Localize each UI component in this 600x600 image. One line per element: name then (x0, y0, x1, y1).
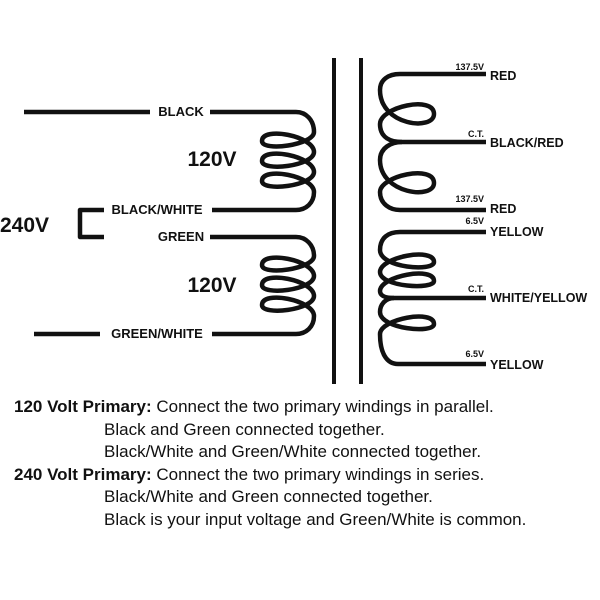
series-voltage: 240V (0, 214, 49, 237)
primary-winding-top: BLACK BLACK/WHITE 120V (24, 104, 317, 240)
label-green-white: GREEN/WHITE (111, 326, 203, 341)
note-120-line-1: Black and Green connected together. (104, 419, 385, 439)
note-120-heading: 120 Volt Primary: (14, 397, 152, 416)
coil-upper-2 (377, 159, 486, 213)
winding-voltage-top: 120V (187, 148, 236, 171)
coil-upper-1 (377, 89, 486, 145)
wire-green (210, 234, 317, 257)
sec-lower-color-3: YELLOW (490, 358, 544, 372)
sec-upper-voltage-3: 137.5V (455, 194, 484, 204)
wire-red-top (377, 71, 486, 91)
coil-lower (377, 249, 437, 301)
sec-lower-color-2: WHITE/YELLOW (490, 291, 587, 305)
note-120-line-2: Black/White and Green/White connected to… (104, 442, 482, 462)
label-black-white: BLACK/WHITE (112, 202, 203, 217)
coil-bottom (259, 255, 317, 337)
sec-upper-voltage-1: 137.5V (455, 62, 484, 72)
note-240-line-2: Black is your input voltage and Green/Wh… (104, 509, 527, 529)
secondary-winding-lower: 6.5V YELLOW C.T. WHITE/YELLOW 6.5V YELLO… (377, 216, 587, 372)
primary-winding-bottom: GREEN GREEN/WHITE 120V (34, 229, 317, 341)
label-black: BLACK (158, 104, 204, 119)
transformer-diagram: BLACK BLACK/WHITE 120V GREEN GREEN/WHITE… (0, 58, 587, 384)
sec-upper-color-3: RED (490, 202, 516, 216)
sec-upper-voltage-2: C.T. (468, 129, 484, 139)
sec-lower-voltage-1: 6.5V (465, 216, 484, 226)
note-240-heading: 240 Volt Primary: (14, 464, 152, 484)
sec-upper-color-2: BLACK/RED (490, 136, 564, 150)
sec-lower-voltage-3: 6.5V (465, 349, 484, 359)
note-240-text: Connect the two primary windings in seri… (151, 464, 485, 484)
sec-upper-color-1: RED (490, 69, 516, 83)
wire-black-white (77, 207, 296, 240)
coil-top (259, 131, 317, 213)
wire-ct-upper (377, 139, 403, 161)
coil-lower-2 (377, 295, 486, 367)
wire-black (24, 109, 317, 133)
winding-voltage-bottom: 120V (187, 274, 236, 297)
note-240-line-1: Black/White and Green connected together… (104, 487, 433, 507)
wire-yellow-top (377, 229, 486, 251)
note-240-heading-line: 240 Volt Primary: Connect the two primar… (14, 464, 594, 487)
secondary-winding-upper: 137.5V RED C.T. BLACK/RED 137.5V RED (377, 62, 564, 216)
wiring-notes: 120 Volt Primary: Connect the two primar… (14, 396, 594, 532)
label-green: GREEN (158, 229, 204, 244)
note-120-heading-line: 120 Volt Primary: Connect the two primar… (14, 396, 594, 419)
note-120-text: Connect the two primary windings in para… (151, 397, 494, 416)
sec-lower-color-1: YELLOW (490, 225, 544, 239)
sec-lower-voltage-2: C.T. (468, 284, 484, 294)
